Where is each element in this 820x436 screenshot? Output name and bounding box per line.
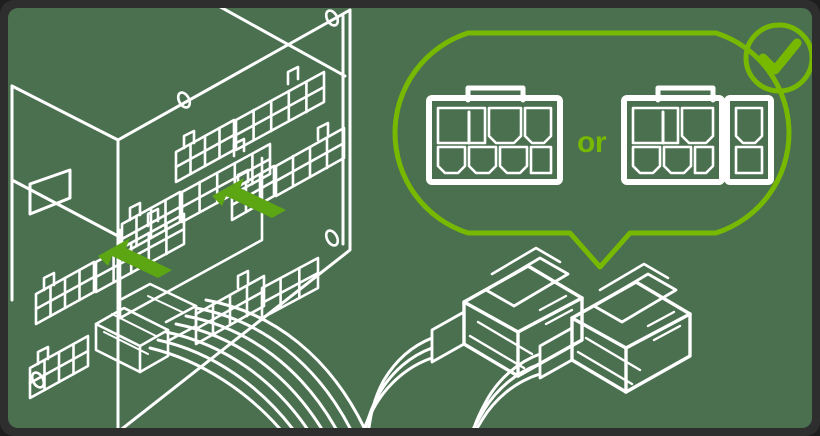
pin-cavity (734, 145, 764, 175)
pin-cavity (631, 145, 662, 175)
cable-strand (366, 336, 434, 428)
socket (28, 334, 90, 400)
screw-hole-bottom-right (324, 229, 340, 247)
module-2pin-shell (724, 95, 774, 185)
or-label: or (577, 126, 607, 159)
psu-top-diagonal (213, 8, 347, 78)
pin-cavity (631, 106, 680, 145)
cable-strand (164, 330, 314, 428)
cable-strand (204, 298, 370, 428)
socket (174, 118, 236, 184)
screw-hole-top-left (176, 91, 192, 109)
power-supply-unit (10, 8, 352, 428)
plug-right-collar (538, 326, 574, 380)
cable-strand (194, 306, 356, 428)
socket-row-4 (34, 207, 186, 326)
psu-plug-side (138, 328, 170, 374)
pcie-power-cables (360, 246, 692, 428)
socket-row-5 (28, 256, 320, 400)
callout-balloon (392, 30, 792, 270)
connector-8pin-latch-tab (465, 85, 526, 103)
cable-strand (468, 362, 542, 428)
plug-left-rib-1 (476, 320, 534, 356)
psu-plug-upper-body (118, 282, 198, 324)
screw-hole-top-right (324, 9, 340, 27)
psu-plug-upper-ridge (147, 295, 183, 313)
cable-strand (360, 356, 434, 428)
plug-right-rib-4 (652, 324, 682, 342)
psu-attached-cable-assembly (94, 282, 370, 428)
cable-strand (148, 346, 288, 428)
pin-cavity (498, 145, 529, 175)
socket (194, 269, 266, 346)
socket-row-1 (174, 65, 326, 184)
module-2pin (724, 95, 774, 185)
check-icon (758, 38, 802, 75)
pin-cavity (523, 106, 553, 145)
psu-plug-upper-side (164, 304, 198, 344)
modular-socket-panel (28, 65, 346, 400)
cable-strand (470, 372, 542, 428)
connector-6plus2pin (621, 85, 774, 185)
connector-8pin (426, 85, 563, 185)
pin-cavity (436, 145, 467, 175)
plug-right-side (624, 312, 692, 394)
connector-6plus2pin-shell (621, 95, 725, 185)
plug-left-rib-3 (538, 294, 568, 312)
cable-strand (184, 314, 342, 428)
plug-right-latch-rib (598, 262, 670, 292)
insertion-arrows (98, 178, 286, 278)
pin-cavity (680, 106, 715, 145)
psu-label-plate (28, 168, 72, 216)
plug-right-rib-3 (646, 310, 676, 328)
socket (34, 260, 96, 326)
plug-left-rib-2 (468, 334, 526, 370)
check-badge (743, 22, 812, 94)
pin-cavity (693, 145, 715, 175)
psu-plug-top (94, 306, 170, 348)
plug-right-rib-2 (576, 350, 634, 386)
socket (234, 65, 326, 152)
plug-left-rib-4 (544, 308, 574, 326)
plug-right (538, 262, 692, 394)
socket (260, 256, 320, 320)
pin-cavity (734, 106, 764, 145)
connector-6plus2pin-latch-tab (655, 85, 716, 103)
insert-arrow-upper (212, 178, 286, 218)
socket (94, 207, 186, 294)
socket (274, 121, 346, 198)
psu-plug-ridge-1 (111, 313, 157, 337)
pin-cavity (662, 145, 693, 175)
plug-left-latch (484, 256, 570, 308)
socket (180, 137, 272, 224)
accepted-connectors-callout: or (392, 22, 812, 270)
pin-cavity (487, 106, 523, 145)
cable-strand (174, 322, 328, 428)
plug-left-latch-rib (490, 246, 562, 276)
pin-cavity (436, 106, 487, 145)
psu-panel-right-edge (116, 8, 352, 428)
plug-right-rib-1 (584, 336, 642, 372)
plug-right-latch (592, 272, 678, 324)
insert-arrow-lower (98, 238, 172, 278)
plug-left-collar (430, 310, 466, 364)
cable-strand (156, 338, 300, 428)
connector-8pin-shell (426, 95, 563, 185)
check-badge-circle (743, 22, 812, 94)
pin-cavity (529, 145, 553, 175)
pin-cavity (467, 145, 498, 175)
psu-plug-ridge-2 (103, 331, 149, 355)
